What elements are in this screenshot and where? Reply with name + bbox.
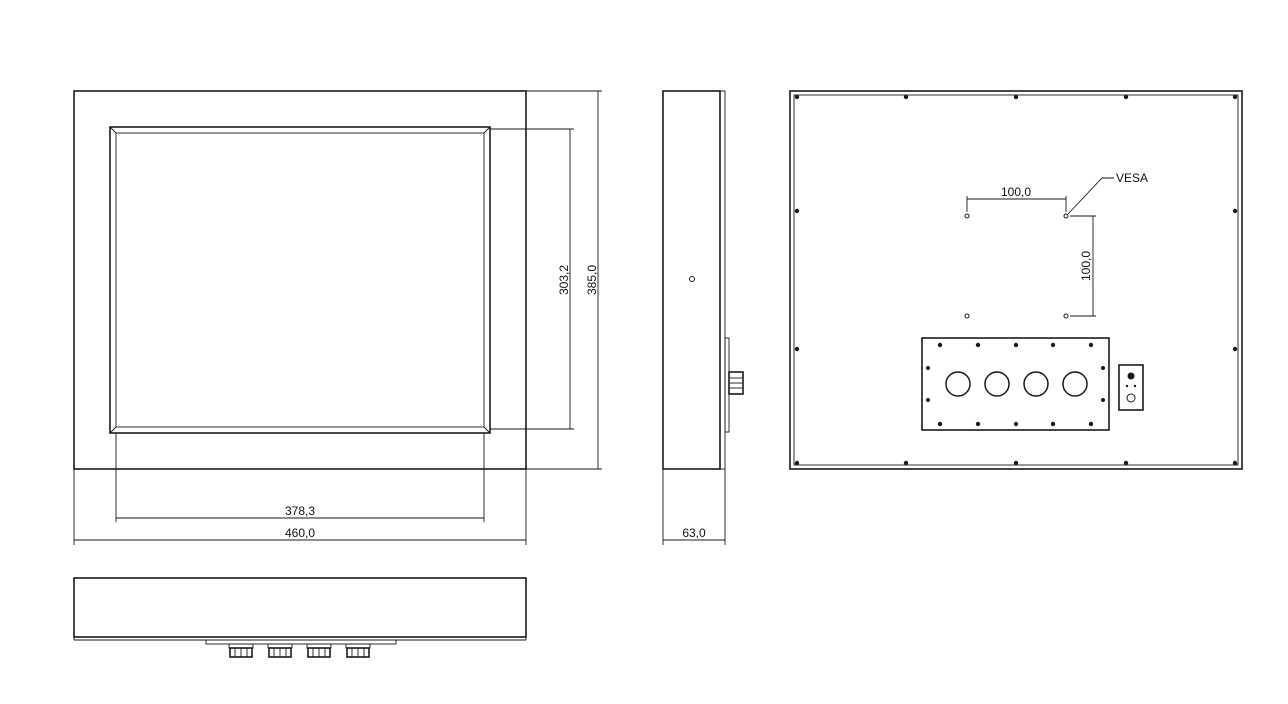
vesa-holes (964, 213, 1069, 319)
vesa-leader: VESA (1067, 171, 1148, 215)
front-bezel (73, 90, 527, 470)
bottom-body (73, 577, 527, 638)
display-bevel-br (483, 426, 491, 434)
dimension-depth: 63,0 (662, 469, 726, 545)
io-port-4 (1062, 371, 1088, 397)
io-panel (921, 337, 1110, 431)
power-switch (1127, 372, 1135, 380)
display-width-label: 378,3 (285, 504, 315, 518)
dimension-display-height: 303,2 (490, 128, 574, 430)
display-bevel-tr (483, 126, 491, 134)
height-label: 385,0 (585, 265, 599, 295)
power-module (1118, 364, 1144, 411)
dimension-vesa-vertical: 100,0 (1070, 215, 1096, 317)
io-port-1 (945, 371, 971, 397)
side-hole (689, 276, 695, 282)
perimeter-screws (794, 94, 1238, 466)
power-connector (1126, 393, 1136, 403)
width-label: 460,0 (285, 526, 315, 540)
cable-gland-2 (267, 643, 293, 658)
display-bevel-bl (109, 426, 117, 434)
vesa-label: VESA (1116, 171, 1148, 185)
side-front-lip (719, 90, 726, 470)
cable-gland-3 (306, 643, 332, 658)
io-panel-body (921, 337, 1110, 431)
dimension-display-width: 378,3 (115, 433, 485, 522)
io-port-2 (984, 371, 1010, 397)
display-height-label: 303,2 (557, 265, 571, 295)
rear-panel-inner (793, 94, 1239, 466)
io-port-3 (1023, 371, 1049, 397)
dimension-height: 385,0 (526, 90, 602, 470)
bottom-io-strip (205, 639, 397, 645)
depth-label: 63,0 (682, 526, 706, 540)
rear-view: 100,0 100,0 VESA (789, 90, 1243, 470)
front-display-inner (115, 132, 485, 428)
front-view: 460,0 378,3 385,0 303,2 (73, 90, 602, 545)
bottom-view (73, 577, 527, 658)
display-bevel-tl (109, 126, 117, 134)
cable-gland-4 (345, 643, 371, 658)
dimension-vesa-horizontal: 100,0 (966, 185, 1067, 212)
vesa-vertical-label: 100,0 (1079, 251, 1093, 281)
vesa-horizontal-label: 100,0 (1001, 185, 1031, 199)
dimension-width: 460,0 (73, 469, 527, 545)
side-view: 63,0 (662, 90, 744, 545)
rear-panel-outer (789, 90, 1243, 470)
cable-gland-1 (228, 643, 254, 658)
front-display-outer (109, 126, 491, 434)
